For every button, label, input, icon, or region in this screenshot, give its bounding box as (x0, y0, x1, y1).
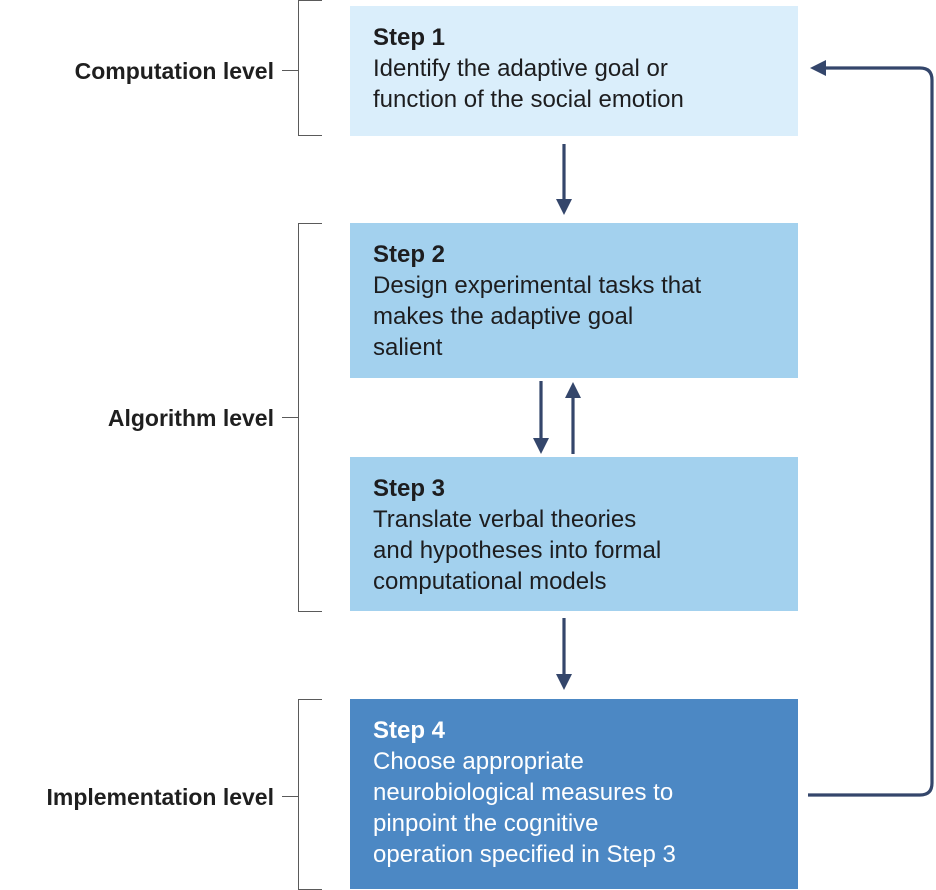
step-2-line-1: Design experimental tasks that (373, 272, 702, 299)
computation-level-tick (282, 70, 298, 71)
step-3-title: Step 3 (373, 475, 446, 502)
step-2-line-2: makes the adaptive goal (373, 303, 634, 330)
computation-level-bracket (298, 0, 322, 136)
feedback-arrow-step4-to-step1 (808, 60, 934, 797)
implementation-level-tick (282, 796, 298, 797)
step-1-line-1: Identify the adaptive goal or (373, 55, 668, 82)
step-3-box: Step 3 Translate verbal theories and hyp… (350, 457, 798, 611)
step-3-line-3: computational models (373, 568, 607, 595)
algorithm-level-tick (282, 417, 298, 418)
step-2-box: Step 2 Design experimental tasks that ma… (350, 223, 798, 378)
algorithm-level-bracket (298, 223, 322, 612)
step-4-box: Step 4 Choose appropriate neurobiologica… (350, 699, 798, 889)
step-4-title: Step 4 (373, 717, 446, 744)
step-4-line-2: neurobiological measures to (373, 779, 674, 806)
step-4-line-1: Choose appropriate (373, 748, 584, 775)
step-1-box: Step 1 Identify the adaptive goal or fun… (350, 6, 798, 136)
computation-level-label: Computation level (74, 58, 274, 84)
step-1-title: Step 1 (373, 24, 446, 51)
step-1-line-2: function of the social emotion (373, 86, 684, 113)
step-2-line-3: salient (373, 334, 443, 361)
step-3-line-2: and hypotheses into formal (373, 537, 662, 564)
algorithm-level-label: Algorithm level (107, 405, 274, 431)
step-4-line-4: operation specified in Step 3 (373, 841, 676, 868)
implementation-level-label: Implementation level (46, 784, 274, 810)
step-4-line-3: pinpoint the cognitive (373, 810, 599, 837)
step-2-title: Step 2 (373, 241, 446, 268)
step-3-line-1: Translate verbal theories (373, 506, 637, 533)
